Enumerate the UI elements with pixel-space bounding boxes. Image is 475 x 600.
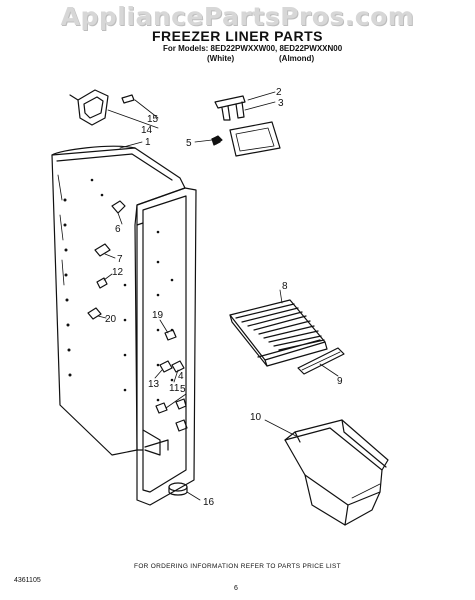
- callout-7: 7: [117, 254, 123, 265]
- wire-shelf-part: [229, 289, 328, 367]
- page-number: 6: [234, 585, 238, 592]
- callout-3: 3: [278, 98, 284, 109]
- cap-part: [168, 482, 201, 501]
- freezer-liner-part: [51, 145, 197, 506]
- callout-20: 20: [105, 314, 117, 325]
- callout-1: 1: [145, 137, 151, 148]
- callout-10: 10: [250, 412, 262, 423]
- callout-6: 6: [115, 224, 121, 235]
- callout-8: 8: [282, 281, 288, 292]
- callout-19: 19: [152, 310, 164, 321]
- callout-13: 13: [148, 379, 160, 390]
- liner-fasteners: [87, 200, 126, 320]
- callout-4: 4: [178, 371, 184, 382]
- callout-5-upper: 5: [186, 138, 192, 149]
- screw-part: [211, 136, 221, 146]
- callout-12: 12: [112, 267, 124, 278]
- front-flange-fasteners: [154, 319, 188, 432]
- callout-labels: 15 14 1 2 3 5 6 7 12 20 19 8 9 4 13 11 5…: [105, 87, 343, 508]
- callout-9: 9: [337, 376, 343, 387]
- watermark: AppliancePartsPros.com: [60, 2, 415, 31]
- variant-white-label: (White): [207, 54, 235, 63]
- callout-15: 15: [147, 114, 159, 125]
- top-bracket-assembly: [69, 89, 159, 129]
- document-number: 4361105: [14, 577, 41, 584]
- light-housing-assembly: [194, 91, 281, 157]
- callout-16: 16: [203, 497, 215, 508]
- ordering-note: FOR ORDERING INFORMATION REFER TO PARTS …: [134, 563, 341, 570]
- shelf-rail-part: [297, 347, 345, 377]
- callout-2: 2: [276, 87, 282, 98]
- callout-11: 11: [169, 383, 180, 394]
- callout-5-lower: 5: [180, 384, 186, 395]
- ice-bin-part: [264, 419, 389, 526]
- models-line: For Models: 8ED22PWXXW00, 8ED22PWXXN00: [163, 44, 343, 53]
- callout-14: 14: [141, 125, 153, 136]
- variant-almond-label: (Almond): [279, 54, 315, 63]
- page-title: FREEZER LINER PARTS: [151, 28, 324, 44]
